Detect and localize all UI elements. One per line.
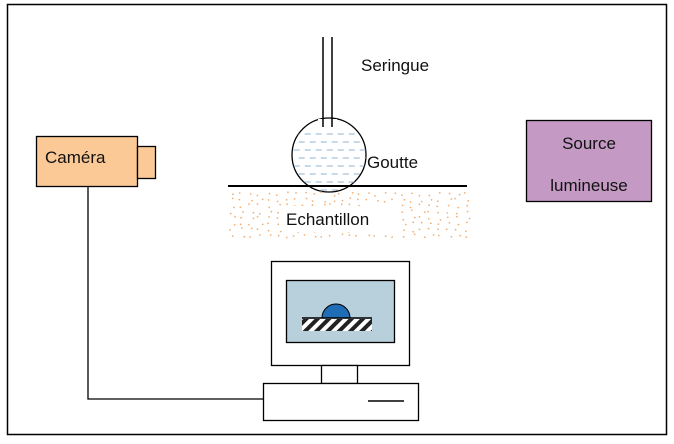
sample-label: Echantillon [286,210,369,229]
syringe-icon [322,37,333,126]
sample-label-backdrop [284,206,400,232]
light-source-label-line2: lumineuse [550,176,628,195]
monitor-icon [270,260,411,385]
camera-label: Caméra [45,148,106,167]
drop-label: Goutte [367,153,418,172]
camera-cable [87,186,263,400]
syringe-label: Seringue [361,56,429,75]
camera-icon [35,135,157,188]
computer-icon [262,382,420,422]
droplet-icon [291,117,367,193]
light-source-icon [525,119,653,203]
light-source-label-line1: Source [562,134,616,153]
screen-drop [321,303,351,319]
screen-sample-hatch [302,319,372,331]
sample-texture [229,191,471,239]
